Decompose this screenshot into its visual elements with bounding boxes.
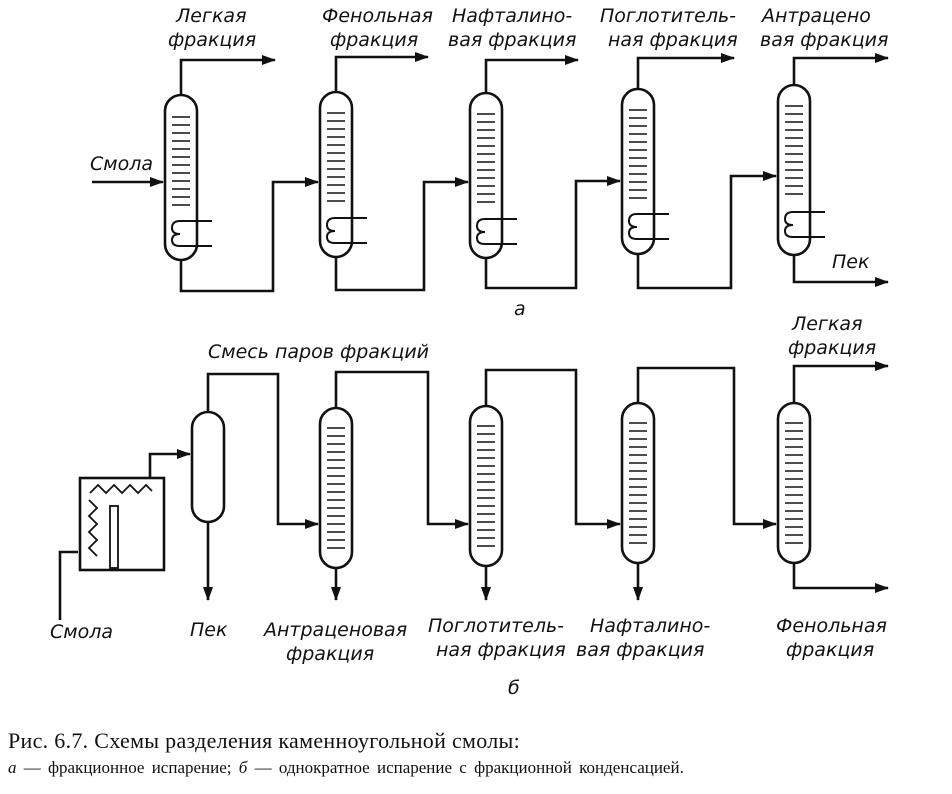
b-col4-label-line1: Фенольная [776,615,887,637]
b-top-label-line2: фракция [788,337,876,359]
svg-text:фракция: фракция [786,639,874,661]
b-col3-label-line1: Нафталино- [590,615,710,637]
a-scheme-letter: а [514,298,526,320]
svg-text:Легкая: Легкая [791,313,863,335]
b-pitch-label: Пек [190,619,228,641]
tube-furnace [78,476,166,572]
column-a1 [163,93,212,262]
b-vapor-label: Смесь паров фракций [208,341,429,363]
caption-b-letter: б [238,758,248,777]
svg-text:ная фракция: ная фракция [608,29,738,51]
svg-text:Фенольная: Фенольная [322,5,433,27]
svg-text:Нафталино-: Нафталино- [590,615,710,637]
a1-label-line1: Легкая [175,5,247,27]
a4-label-line2: ная фракция [608,29,738,51]
heating-coil [627,213,669,240]
column-a2 [318,90,367,259]
a3-label-line1: Нафталино- [452,5,572,27]
caption-title: Рис. 6.7. Схемы разделения каменноугольн… [8,728,521,753]
a-residue-label: Пек [832,251,870,273]
a2-label-line2: фракция [330,29,418,51]
caption-a-text: — фракционное испарение; [16,758,239,777]
b-col2-label-line1: Поглотитель- [428,615,564,637]
svg-text:Поглотитель-: Поглотитель- [600,5,736,27]
heating-coil [170,220,212,247]
b-col4-label-line2: фракция [786,639,874,661]
heating-coil [325,217,367,244]
caption-a-letter: а [8,758,17,777]
scheme-a: Легкая фракция Фенольная фракция Нафтали… [90,5,889,320]
b-col3-label-line2: вая фракция [576,639,704,661]
b-feed-label: Смола [50,621,113,643]
svg-text:Нафталино-: Нафталино- [452,5,572,27]
b-scheme-letter: б [508,677,520,699]
a3-label-line2: вая фракция [448,29,576,51]
svg-text:Легкая: Легкая [175,5,247,27]
caption-b-text: — однократное испарение с фракционной ко… [247,758,684,777]
svg-text:Пек: Пек [190,619,228,641]
b-col1-label-line1: Антраценовая [262,619,407,641]
svg-text:фракция: фракция [788,337,876,359]
a5-label-line1: Антрацено [760,5,871,27]
a5-label-line2: вая фракция [760,29,888,51]
column-a3 [468,91,517,260]
figure-caption: Рис. 6.7. Схемы разделения каменноугольн… [8,728,948,778]
svg-text:вая фракция: вая фракция [576,639,704,661]
b-col1-label-line2: фракция [286,643,374,665]
svg-text:Поглотитель-: Поглотитель- [428,615,564,637]
column-b1 [318,406,354,570]
b-top-label-line1: Легкая [791,313,863,335]
a-feed-label: Смола [90,153,153,175]
column-a5 [776,83,825,257]
column-b2 [468,404,504,568]
a2-label-line1: Фенольная [322,5,433,27]
a1-label-line2: фракция [168,29,256,51]
svg-text:ная фракция: ная фракция [436,639,566,661]
svg-text:Антрацено: Антрацено [760,5,871,27]
scheme-b: Смесь паров фракций Легкая фракция Смола… [50,313,889,699]
column-b3 [620,401,656,565]
svg-text:Антраценовая: Антраценовая [262,619,407,641]
caption-legend: а — фракционное испарение; б — однократн… [8,758,948,778]
heating-coil [475,218,517,245]
svg-text:Фенольная: Фенольная [776,615,887,637]
a4-label-line1: Поглотитель- [600,5,736,27]
b-col2-label-line2: ная фракция [436,639,566,661]
evaporator [190,410,226,524]
heating-coil [783,211,825,238]
svg-text:вая фракция: вая фракция [760,29,888,51]
svg-text:фракция: фракция [168,29,256,51]
svg-text:фракция: фракция [330,29,418,51]
column-a4 [620,87,669,256]
separation-schemes-diagram: Легкая фракция Фенольная фракция Нафтали… [50,5,889,699]
column-b4 [776,401,812,565]
svg-text:вая фракция: вая фракция [448,29,576,51]
svg-text:фракция: фракция [286,643,374,665]
